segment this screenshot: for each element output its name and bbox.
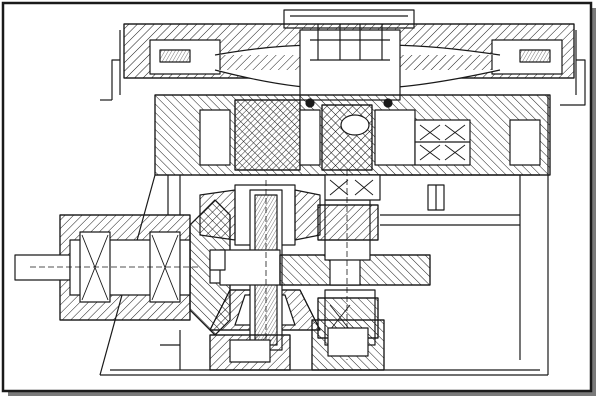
bottom-bearing-housings — [209, 319, 385, 371]
top-cover — [111, 9, 586, 106]
upper-housing — [154, 94, 551, 176]
input-shaft — [14, 214, 200, 321]
auxiliary-parts — [100, 99, 445, 271]
